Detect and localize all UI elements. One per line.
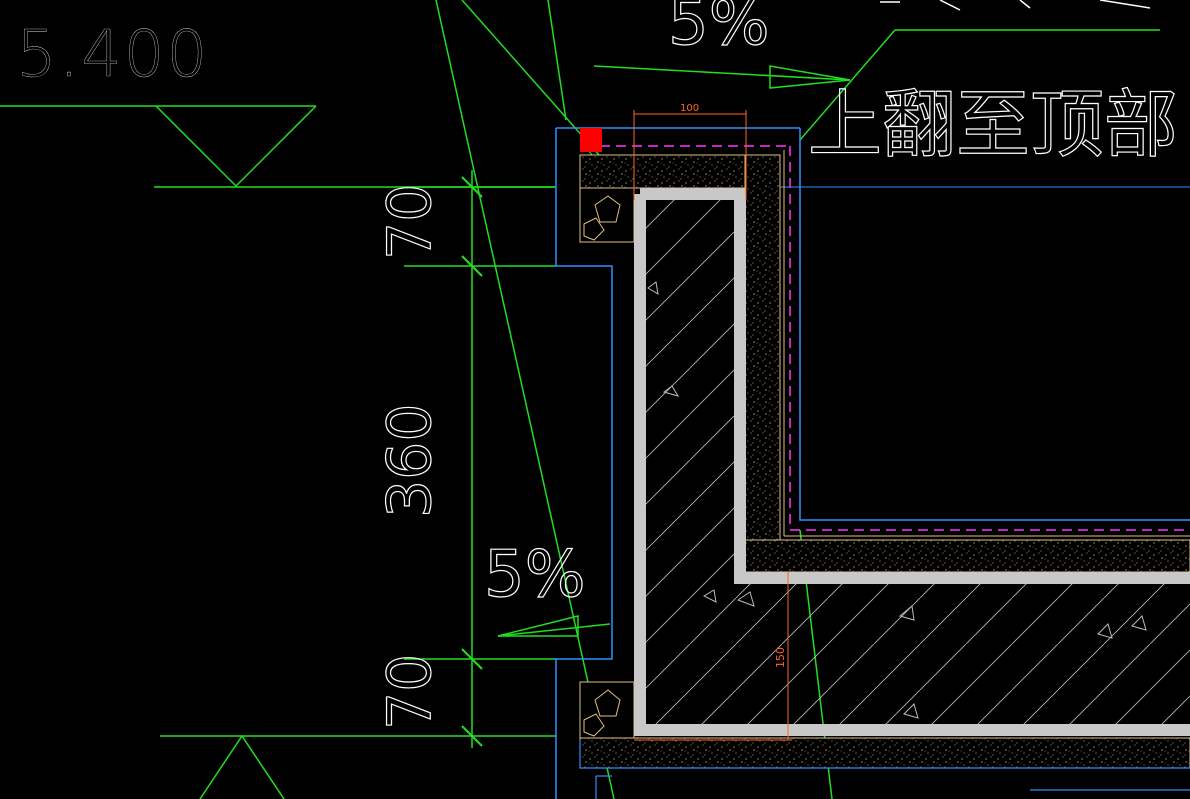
concrete-structure: [634, 188, 1190, 736]
cut-text-top-right: [880, 0, 1151, 11]
top-slope-arrow: [593, 65, 851, 89]
small-dimension-height: [634, 572, 792, 741]
small-dimension-width-label: 100: [680, 103, 699, 114]
selection-grip[interactable]: [580, 128, 602, 152]
note-label: 上翻至顶部: [808, 82, 1178, 168]
waterproof-membrane: [584, 145, 1190, 537]
small-dimension-width: [633, 110, 747, 200]
mid-slope-arrow: [497, 615, 611, 637]
dimension-top-height: 70: [375, 184, 445, 260]
block-cells: [579, 187, 635, 739]
small-dimension-height-label: 150: [774, 647, 787, 668]
bottom-elevation-triangle: [199, 734, 285, 799]
elevation-label: 5.400: [16, 18, 209, 92]
mid-slope-label: 5%: [484, 538, 586, 612]
dimension-mid-height: 360: [375, 403, 445, 518]
elevation-marker: 5.400: [0, 18, 556, 188]
elevation-triangle: [155, 105, 317, 188]
bottom-edges: [579, 740, 1190, 799]
top-slope-label: 5%: [668, 0, 770, 60]
note-leader: [799, 29, 1160, 141]
vertical-dimension-chain: [160, 170, 556, 748]
dimension-bottom-height: 70: [375, 654, 445, 730]
